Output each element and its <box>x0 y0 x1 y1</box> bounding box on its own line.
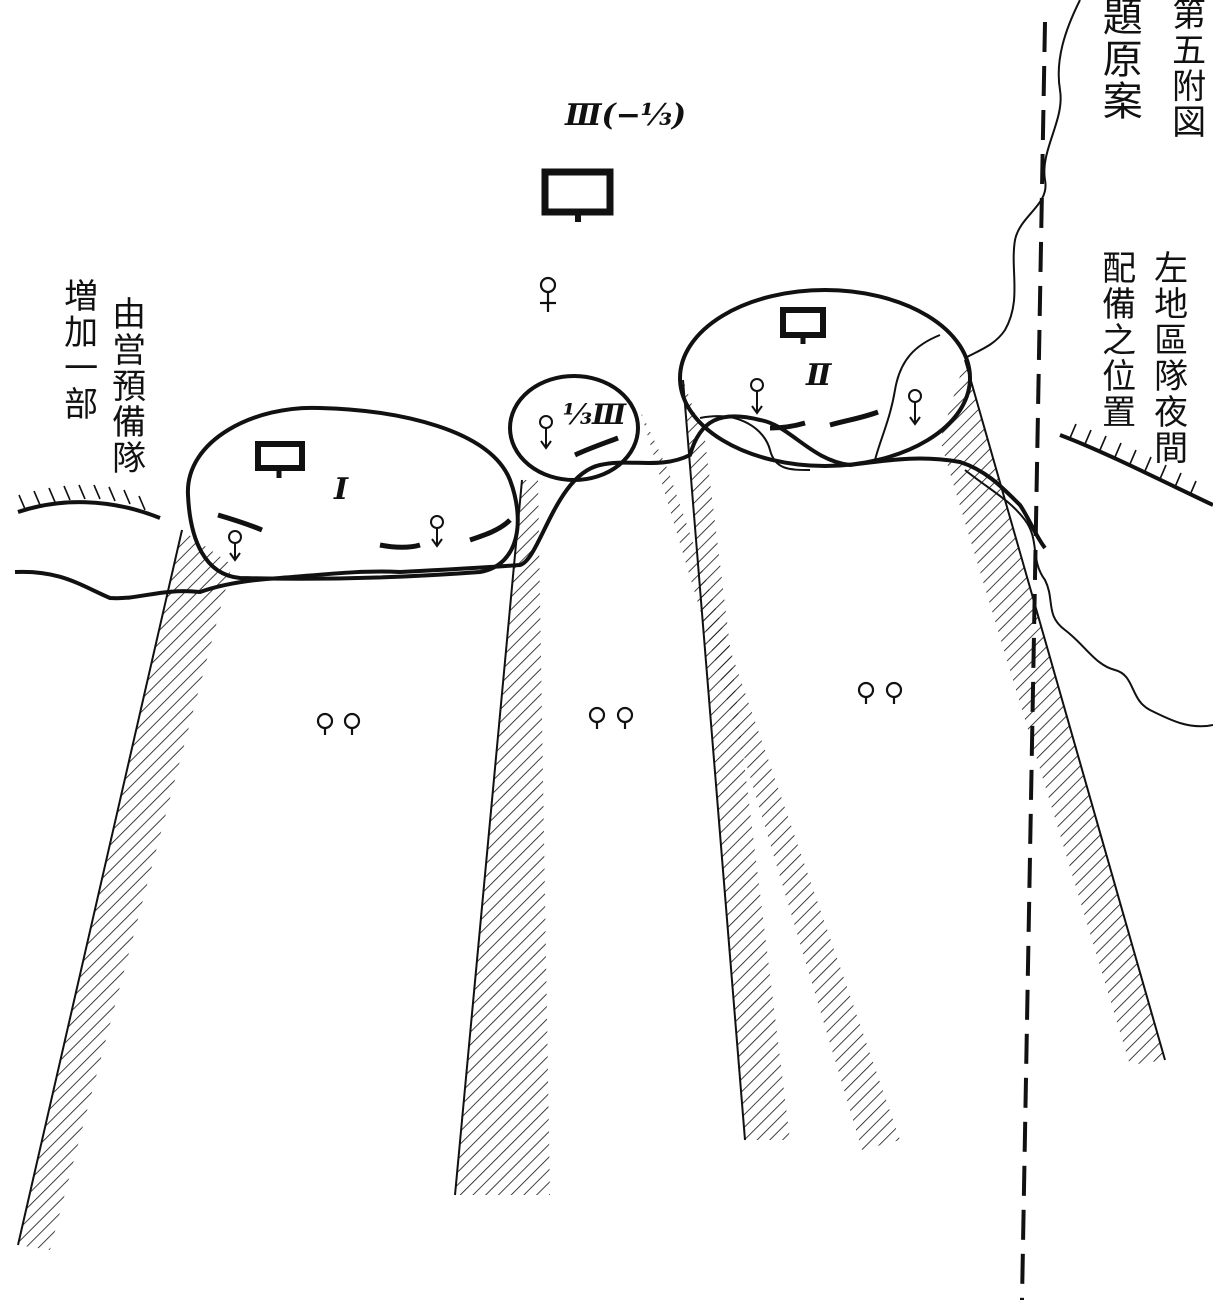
fire-sector-left-edge <box>17 529 183 1246</box>
outpost-pair-right <box>857 681 903 704</box>
soldier-symbol-right-1 <box>750 378 764 415</box>
creek-right <box>699 334 941 471</box>
river-line-lower <box>964 469 1213 728</box>
obstacle-arc-left <box>17 500 161 520</box>
soldier-symbol-left-1 <box>228 530 242 562</box>
unit-label-middle: ⅓Ⅲ <box>563 398 627 431</box>
reserve-note-col2: 増加一部 <box>57 278 98 422</box>
fire-sector-right-right <box>940 360 1165 1065</box>
trench-dash-left-1 <box>217 512 263 533</box>
obstacle-arc-right <box>1059 433 1213 507</box>
outpost-pair-middle <box>588 706 634 729</box>
trench-dash-right-2 <box>829 409 879 428</box>
sector-note-col1: 左地區隊夜間 <box>1147 250 1188 466</box>
fire-sector-mid-left-edge <box>454 479 523 1196</box>
unit-label-top: Ⅲ(−⅓) <box>565 98 687 133</box>
obstacle-arc-right-ticks <box>1069 423 1197 496</box>
trench-dash-mid <box>573 435 619 458</box>
fire-sector-mid-left <box>455 480 550 1195</box>
trench-dash-left-2 <box>379 542 421 550</box>
river-line-upper <box>964 0 1081 359</box>
outpost-pair-left <box>316 712 361 735</box>
hq-flag-top <box>541 168 614 222</box>
soldier-symbol-right-2 <box>908 389 922 426</box>
obstacle-arc-left-ticks <box>18 484 146 511</box>
fire-sector-right-left-edge <box>682 379 746 1141</box>
soldier-symbol-top <box>539 276 557 312</box>
strongpoint-right <box>678 288 972 468</box>
trench-dash-left-3 <box>469 518 512 543</box>
unit-label-right: Ⅱ <box>806 358 832 393</box>
strongpoint-left <box>185 405 520 581</box>
trench-dash-right-1 <box>769 420 806 431</box>
hq-flag-right <box>780 307 826 344</box>
figure-title-col1: 第五附図 <box>1165 0 1206 140</box>
fire-sector-right-right-edge <box>964 359 1166 1061</box>
fire-sector-right-left <box>683 380 790 1140</box>
hq-flag-left <box>255 441 305 478</box>
reserve-note-col1: 由営預備隊 <box>105 296 146 476</box>
strongpoint-middle <box>508 374 640 482</box>
soldier-symbol-mid <box>539 415 553 450</box>
sector-note-col2: 配備之位置 <box>1095 250 1136 430</box>
figure-title-col2: 題原案 <box>1095 0 1142 122</box>
soldier-symbol-left-2 <box>430 515 444 548</box>
fire-sector-left <box>18 530 232 1250</box>
unit-label-left: Ⅰ <box>334 472 349 507</box>
